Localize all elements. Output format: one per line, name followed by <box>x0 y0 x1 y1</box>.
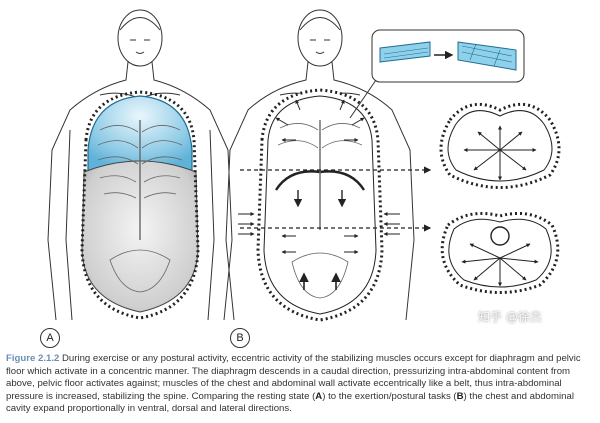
cross-section-thorax <box>439 102 561 189</box>
panel-label-b: B <box>230 328 250 348</box>
vertebra-icon <box>490 226 510 246</box>
figure-illustration <box>47 9 561 322</box>
caption-text-2: ) to the exertion/postural tasks ( <box>322 390 457 402</box>
head-a <box>117 9 163 67</box>
section-level-lines <box>240 166 432 232</box>
caption-text-1: During exercise or any postural activity… <box>6 353 581 402</box>
panel-a-body <box>47 9 233 321</box>
panel-label-a: A <box>40 328 60 348</box>
rib-cage-a <box>97 120 183 293</box>
muscle-after <box>457 41 517 71</box>
caption-ref-b: B <box>456 390 464 402</box>
cross-section-abdomen <box>440 212 560 294</box>
figure-caption: Figure 2.1.2 During exercise or any post… <box>6 353 596 416</box>
rib-cage-b <box>277 120 363 299</box>
caption-text-3: ) the chest and abdominal cavity expand … <box>6 390 574 415</box>
figure-number: Figure 2.1.2 <box>6 353 60 364</box>
pressure-arrows-b <box>238 99 400 290</box>
head-b <box>297 9 343 67</box>
watermark: 知乎 @徐杰 <box>478 310 542 324</box>
caption-ref-a: A <box>315 390 323 402</box>
muscle-zoom-callout <box>349 29 525 119</box>
